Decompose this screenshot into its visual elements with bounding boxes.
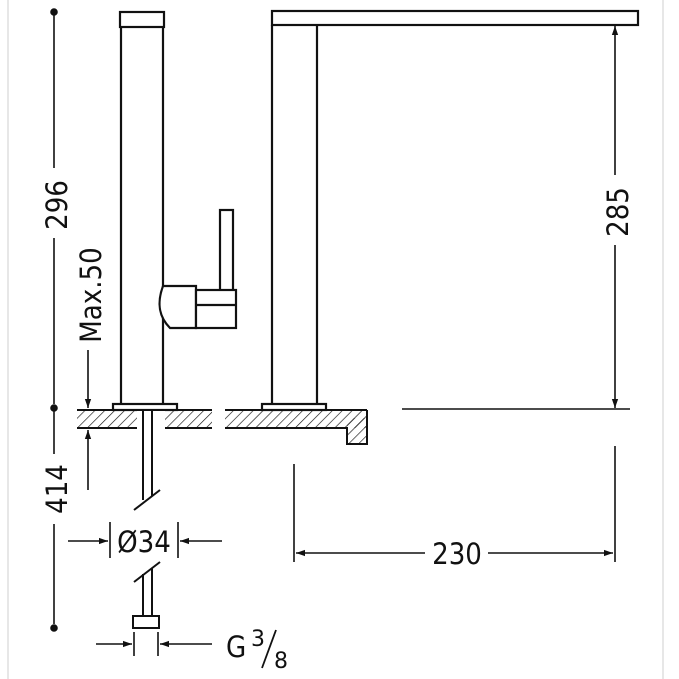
connection-thread-denominator: 8 bbox=[274, 649, 288, 674]
dimension-max-50: Max.50 bbox=[74, 247, 108, 342]
dimension-230: 230 bbox=[432, 537, 482, 571]
spout-reach-dimension bbox=[293, 446, 616, 562]
countertop bbox=[77, 409, 368, 445]
hose-diameter-dimension bbox=[68, 522, 222, 558]
dimension-296: 296 bbox=[40, 180, 74, 230]
faucet-front-view bbox=[260, 9, 640, 412]
hose-break-lower bbox=[133, 561, 161, 583]
connection-thread-prefix: G bbox=[226, 630, 246, 664]
dimension-diameter-34: Ø34 bbox=[117, 525, 171, 559]
spout-arm bbox=[270, 9, 640, 27]
countertop-break bbox=[212, 409, 225, 431]
dimension-285: 285 bbox=[601, 187, 635, 237]
fraction-slash bbox=[261, 629, 277, 669]
supply-hose bbox=[132, 410, 161, 629]
lever-hub bbox=[158, 284, 198, 330]
countertop-right-section bbox=[225, 411, 367, 428]
connector-nut bbox=[132, 615, 160, 629]
lever-handle bbox=[218, 208, 235, 296]
dimension-414: 414 bbox=[40, 464, 74, 514]
hose-break-upper bbox=[133, 489, 161, 511]
countertop-lip bbox=[347, 418, 367, 444]
side-cap bbox=[118, 10, 166, 29]
lever-block bbox=[194, 288, 238, 330]
left-dimension-chain bbox=[50, 8, 92, 632]
connection-thread-numerator: 3 bbox=[251, 627, 265, 652]
faucet-side-view bbox=[111, 10, 238, 412]
connection-thread-dimension bbox=[96, 632, 212, 656]
